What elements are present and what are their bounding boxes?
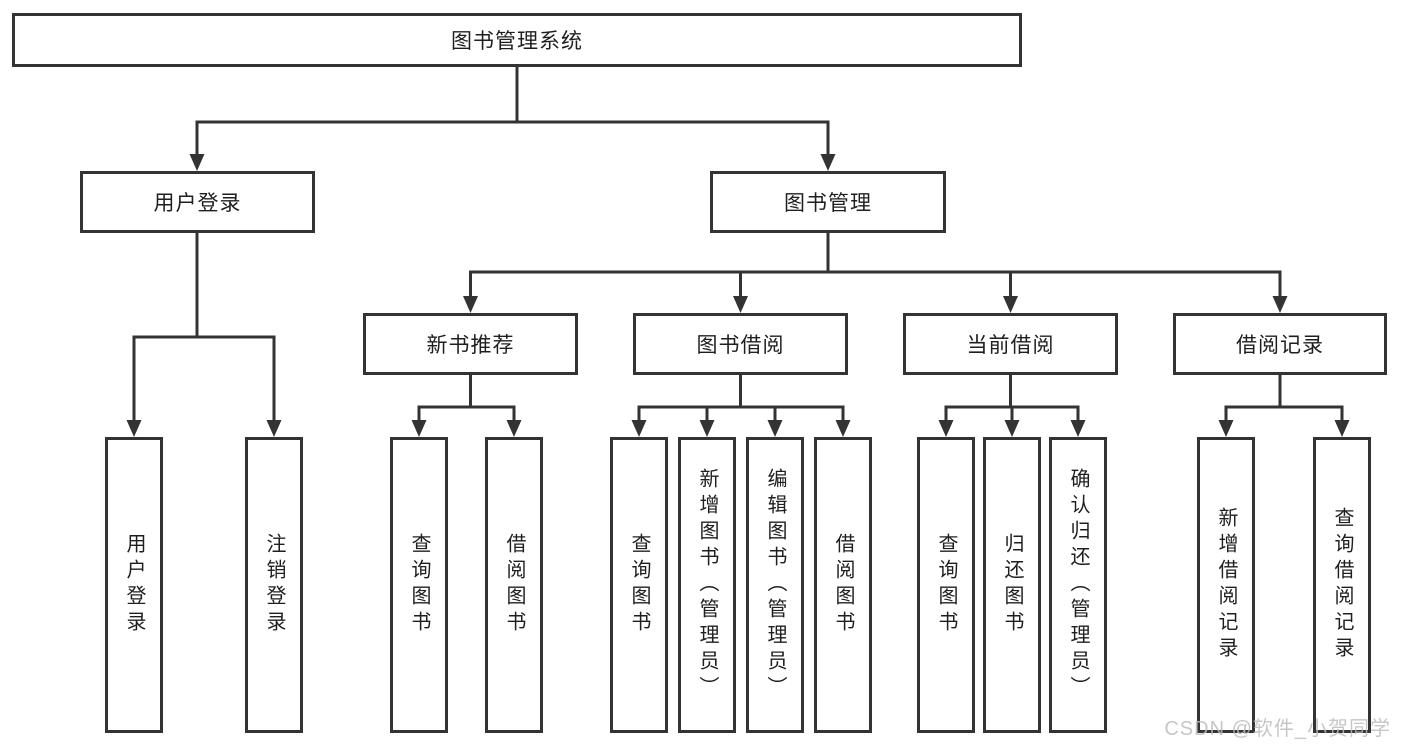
node-book-management: 图书管理 xyxy=(710,171,946,233)
leaf-add-book-admin: 新增图书（管理员） xyxy=(678,437,736,733)
leaf-borrow-books: 借阅图书 xyxy=(814,437,872,733)
csdn-watermark: CSDN @软件_小贺同学 xyxy=(1164,718,1391,740)
leaf-query-books-current: 查询图书 xyxy=(917,437,975,733)
node-new-book-recommend: 新书推荐 xyxy=(363,313,578,375)
node-book-borrow: 图书借阅 xyxy=(633,313,848,375)
leaf-query-books-borrow: 查询图书 xyxy=(610,437,668,733)
leaf-user-login: 用户登录 xyxy=(105,437,163,733)
leaf-query-books-recommend: 查询图书 xyxy=(390,437,448,733)
node-user-login: 用户登录 xyxy=(80,171,315,233)
leaf-query-borrow-record: 查询借阅记录 xyxy=(1313,437,1371,733)
node-current-borrow: 当前借阅 xyxy=(903,313,1118,375)
leaf-edit-book-admin: 编辑图书（管理员） xyxy=(746,437,804,733)
leaf-add-borrow-record: 新增借阅记录 xyxy=(1197,437,1255,733)
leaf-confirm-return-admin: 确认归还（管理员） xyxy=(1049,437,1107,733)
leaf-logout: 注销登录 xyxy=(245,437,303,733)
leaf-return-book: 归还图书 xyxy=(983,437,1041,733)
node-root-library-system: 图书管理系统 xyxy=(12,13,1022,67)
node-borrow-records: 借阅记录 xyxy=(1173,313,1387,375)
leaf-borrow-books-recommend: 借阅图书 xyxy=(485,437,543,733)
